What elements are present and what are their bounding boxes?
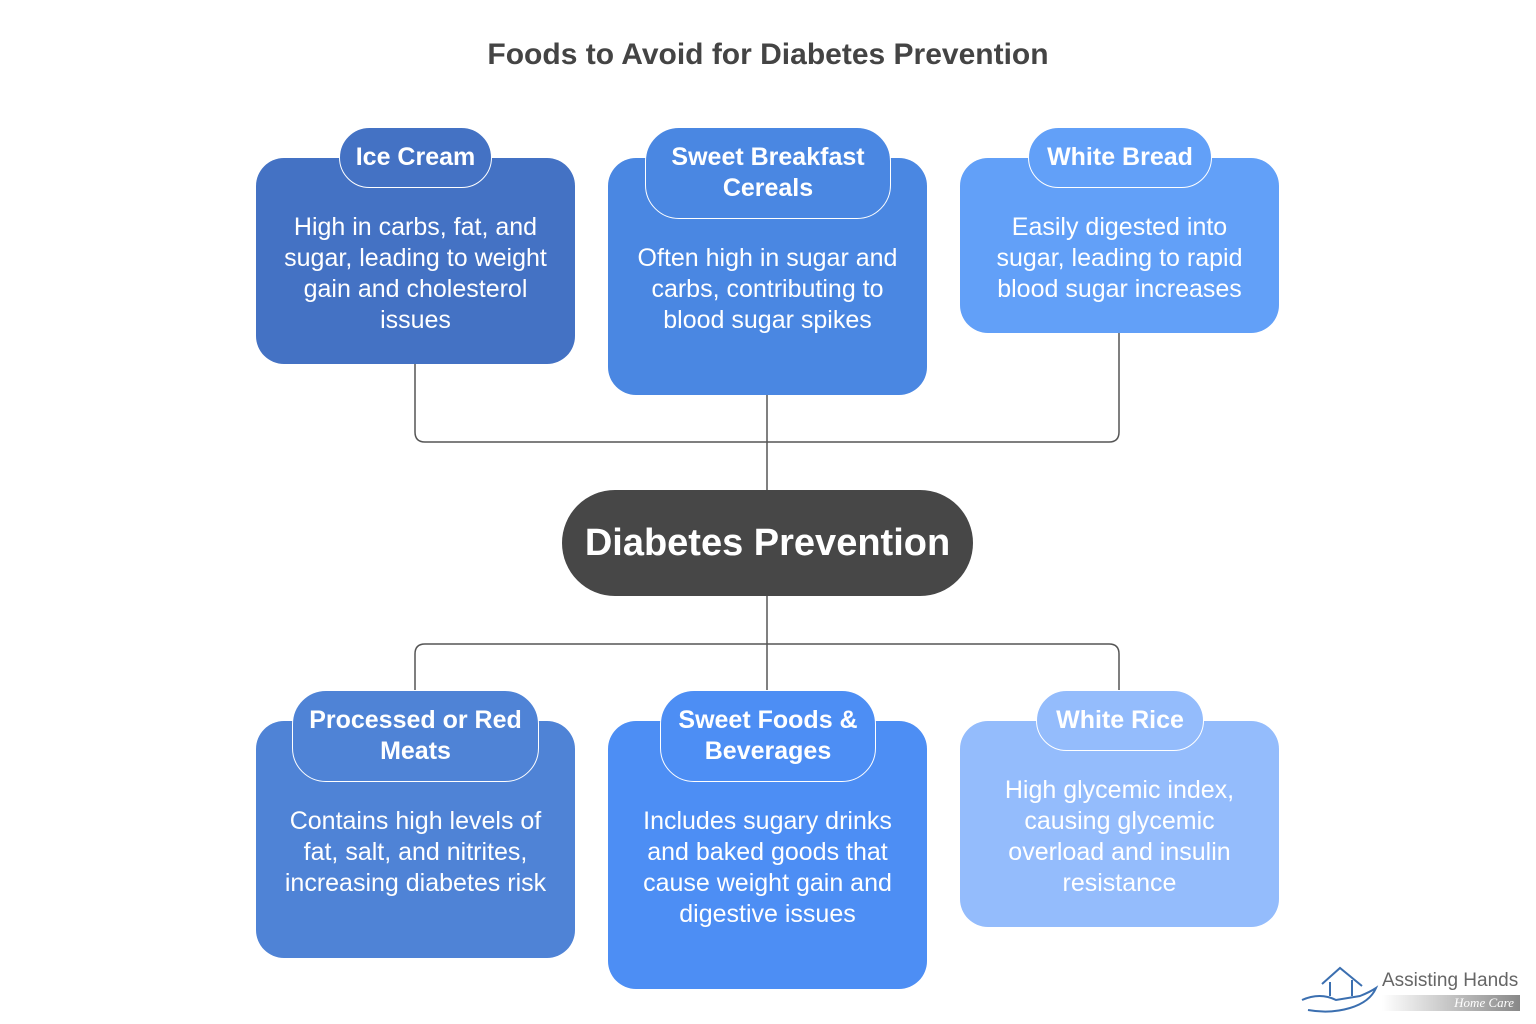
node-sweet-foods-beverages: Includes sugary drinks and baked goods t…	[608, 721, 927, 989]
node-title: Ice Cream	[339, 127, 492, 188]
node-description: High in carbs, fat, and sugar, leading t…	[284, 213, 547, 334]
node-title: Processed or Red Meats	[292, 690, 539, 782]
house-hand-icon	[1301, 966, 1379, 1013]
node-description: Includes sugary drinks and baked goods t…	[643, 807, 892, 928]
node-title: Sweet Foods & Beverages	[660, 690, 876, 782]
node-description: Easily digested into sugar, leading to r…	[996, 213, 1243, 303]
node-ice-cream: High in carbs, fat, and sugar, leading t…	[256, 158, 575, 364]
node-description: Often high in sugar and carbs, contribut…	[637, 244, 898, 334]
node-title: White Bread	[1028, 127, 1212, 188]
node-white-rice: High glycemic index, causing glycemic ov…	[960, 721, 1279, 927]
brand-logo: Assisting Hands Home Care	[1300, 962, 1530, 1017]
bottom-connector	[414, 643, 1120, 690]
logo-name: Assisting Hands	[1382, 970, 1519, 991]
logo-subtitle: Home Care	[1382, 995, 1520, 1011]
node-title: White Rice	[1036, 690, 1204, 751]
central-node: Diabetes Prevention	[562, 490, 973, 596]
node-description: High glycemic index, causing glycemic ov…	[1004, 776, 1235, 897]
node-description: Contains high levels of fat, salt, and n…	[284, 807, 547, 897]
diagram-title: Foods to Avoid for Diabetes Prevention	[487, 38, 1049, 71]
node-title: Sweet Breakfast Cereals	[645, 127, 891, 219]
node-sweet-breakfast-cereals: Often high in sugar and carbs, contribut…	[608, 158, 927, 395]
